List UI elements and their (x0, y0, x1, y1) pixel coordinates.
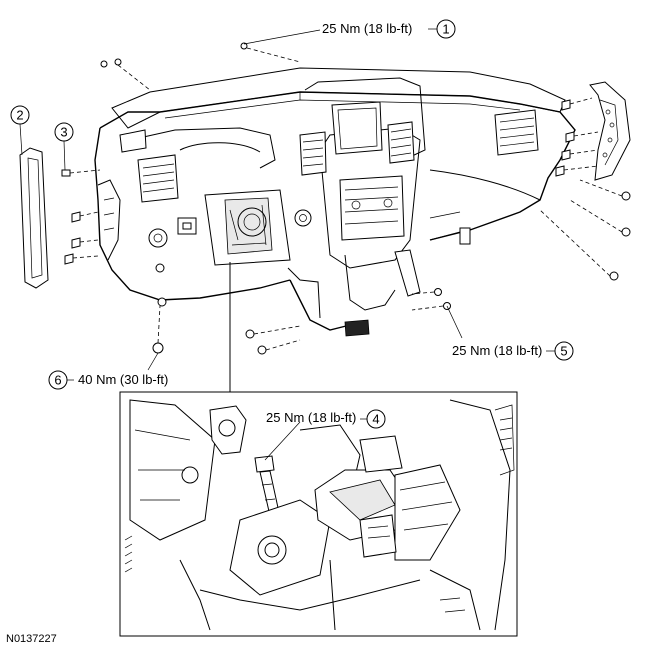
callout-1-torque: 25 Nm (18 lb-ft) (322, 21, 412, 36)
callout-5-torque: 25 Nm (18 lb-ft) (452, 343, 542, 358)
bolt-icon (152, 342, 164, 354)
bolt-icon (257, 345, 267, 355)
callout-6-number: 6 (54, 373, 61, 388)
clip-icon (61, 169, 71, 177)
callout-6-torque: 40 Nm (30 lb-ft) (78, 372, 168, 387)
bolt-icon (434, 288, 442, 296)
bolt-icon (621, 227, 631, 237)
left-end-panel (19, 147, 49, 289)
bolt-icon (100, 60, 108, 68)
callout-4-badge (366, 409, 386, 429)
callout-3-number: 3 (60, 125, 67, 140)
callout-1: 25 Nm (18 lb-ft) 1 (243, 19, 456, 45)
clip-icon (71, 237, 81, 249)
clip-icon (64, 253, 74, 265)
bolt-icon (609, 271, 619, 281)
fasteners (61, 42, 631, 392)
callout-2-number: 2 (16, 108, 23, 123)
detail-frame (119, 391, 518, 637)
clip-icon (561, 149, 571, 161)
callout-5: 25 Nm (18 lb-ft) 5 (446, 305, 574, 361)
bolt-icon (240, 42, 248, 50)
bolt-icon (114, 58, 122, 66)
figure-id: N0137227 (6, 633, 57, 645)
callout-5-number: 5 (560, 344, 567, 359)
callout-4: 25 Nm (18 lb-ft) 4 (266, 409, 386, 429)
clip-icon (565, 131, 575, 143)
clip-icon (71, 211, 81, 223)
callout-4-number: 4 (372, 412, 379, 427)
right-end-panel (589, 81, 631, 181)
bolt-icon (621, 191, 631, 201)
bolt-icon (155, 263, 165, 273)
callout-2: 2 (10, 105, 30, 156)
clip-icon (555, 165, 565, 177)
bolt-icon (245, 329, 255, 339)
instrument-panel (94, 67, 576, 337)
callout-1-badge (436, 19, 456, 39)
clip-icon (561, 99, 571, 111)
callout-1-number: 1 (442, 22, 449, 37)
bolt-icon (157, 297, 167, 307)
callout-6: 6 40 Nm (30 lb-ft) (48, 352, 168, 390)
callout-3: 3 (54, 122, 74, 171)
callout-5-badge (554, 341, 574, 361)
callout-4-torque: 25 Nm (18 lb-ft) (266, 410, 356, 425)
detail-inset (119, 391, 518, 637)
